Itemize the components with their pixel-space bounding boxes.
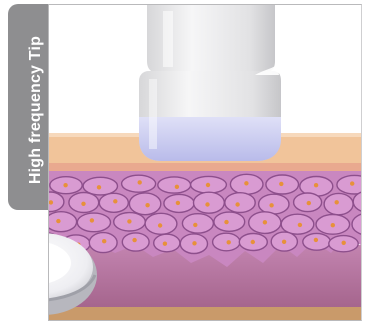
cell-nucleus [205, 202, 209, 206]
cell-nucleus [235, 202, 239, 206]
cell-nucleus [314, 183, 318, 187]
cell-nucleus [335, 200, 339, 204]
skin-cell [182, 214, 213, 233]
cell-nucleus [138, 180, 142, 184]
skin-cell [129, 193, 160, 215]
cell-nucleus [90, 218, 94, 222]
cell-nucleus [193, 223, 197, 227]
cell-nucleus [331, 223, 335, 227]
cell-nucleus [244, 181, 248, 185]
cell-nucleus [145, 203, 149, 207]
skin-cell [49, 212, 77, 232]
skin-cell [77, 213, 110, 232]
tip-name-label: High frequency Tip [27, 36, 45, 184]
cell-nucleus [298, 223, 302, 227]
cell-nucleus [176, 201, 180, 205]
cell-nucleus [314, 238, 318, 242]
skin-cell [214, 212, 245, 231]
cell-nucleus [263, 220, 267, 224]
cell-nucleus [206, 183, 210, 187]
skin-cell [337, 175, 361, 194]
cell-nucleus [102, 239, 106, 243]
cell-nucleus [192, 241, 196, 245]
skin-cell [259, 194, 289, 214]
cell-nucleus [282, 240, 286, 244]
skin-cell [158, 177, 191, 193]
high-frequency-probe [139, 5, 281, 161]
cell-nucleus [97, 185, 101, 189]
cell-nucleus [224, 220, 228, 224]
cell-nucleus [163, 242, 167, 246]
skin-cross-section [49, 5, 361, 320]
cell-nucleus [63, 183, 67, 187]
cell-nucleus [158, 223, 162, 227]
cell-nucleus [342, 241, 346, 245]
cell-nucleus [81, 202, 85, 206]
cell-nucleus [227, 240, 231, 244]
cell-nucleus [132, 238, 136, 242]
skin-cell [324, 193, 353, 214]
cell-nucleus [269, 203, 273, 207]
cell-nucleus [279, 182, 283, 186]
skin-cell [225, 193, 255, 213]
skin-cell [281, 214, 314, 234]
skin-illustration [48, 4, 362, 321]
cell-nucleus [251, 240, 255, 244]
cell-nucleus [175, 185, 179, 189]
tip-name-tab: High frequency Tip [8, 4, 48, 210]
skin-cell [213, 233, 240, 251]
cell-nucleus [56, 219, 60, 223]
cell-nucleus [350, 181, 354, 185]
cell-nucleus [307, 201, 311, 205]
cell-nucleus [113, 199, 117, 203]
cell-nucleus [127, 219, 131, 223]
skin-cell [194, 192, 225, 213]
